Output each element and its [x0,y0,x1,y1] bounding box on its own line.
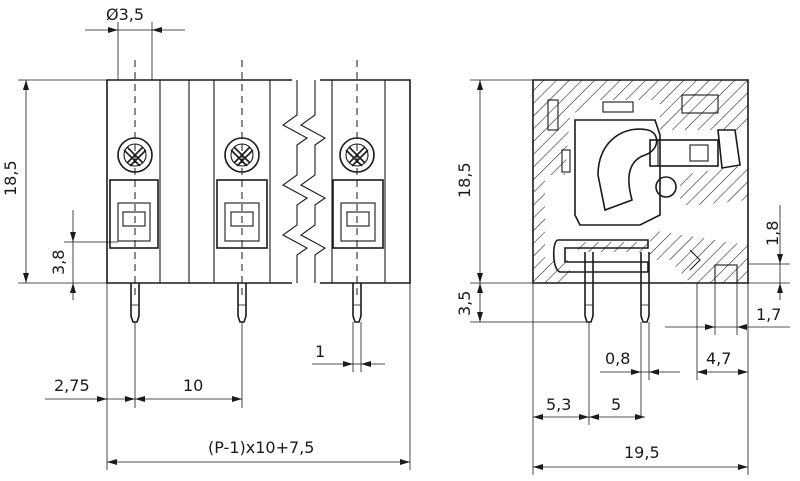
dim-pin-width: 0,8 [600,322,680,418]
dim-right-distance: 4,7 [696,283,749,475]
break-lines [281,70,327,295]
dim-side-height: 18,5 [455,79,533,284]
dim-right-height: 1,8 [748,205,790,300]
pole-3 [332,60,384,323]
dim-clamp-height-label: 3,8 [49,250,68,275]
clamp-opening [216,179,268,249]
dim-right-offset-label: 1,7 [756,305,781,324]
dim-right-offset: 1,7 [665,283,790,335]
dim-right-height-label: 1,8 [763,221,782,246]
dim-side-total-width-label: 19,5 [624,443,660,462]
housing-right [314,79,411,284]
dim-diameter: Ø3,5 [85,5,185,80]
dim-pitch: 2,75 10 [45,283,243,470]
dim-total-length-label: (P-1)x10+7,5 [208,438,314,457]
side-pin-right [640,252,650,323]
dim-pin-pitch-label: 5 [611,395,621,414]
dim-edge-offset-label: 2,75 [54,376,90,395]
dim-left-offset-label: 5,3 [546,395,571,414]
dim-pin-pitch: 5,3 5 [532,283,645,475]
dim-side-height-label: 18,5 [455,162,474,198]
dim-pin-spacing-label: 1 [315,342,325,361]
screw-icon [224,137,260,173]
dim-pitch-label: 10 [183,376,203,395]
side-view: 18,5 3,5 1,8 1,7 [455,79,790,475]
dim-right-distance-label: 4,7 [706,349,731,368]
dim-side-total-width: 19,5 [533,443,748,470]
dim-front-height: 18,5 [1,79,107,284]
front-view: Ø3,5 18,5 3,8 1 [1,5,411,470]
screw-icon [117,137,153,173]
clamp-opening [109,179,159,249]
clamp-opening [332,179,384,249]
dim-diameter-label: Ø3,5 [106,5,144,24]
section-details [547,94,741,284]
dim-front-height-label: 18,5 [1,160,20,196]
pole-1 [109,60,159,323]
pin-3 [352,283,362,323]
pole-2 [216,60,268,323]
dim-pin-spacing: 1 [312,322,385,372]
dim-clamp-height: 3,8 [49,210,118,300]
dim-total-length: (P-1)x10+7,5 [107,283,411,470]
screw-icon [339,137,375,173]
dim-pin-width-label: 0,8 [605,349,630,368]
dim-pin-length-label: 3,5 [455,291,474,316]
dim-pin-length: 3,5 [455,283,590,323]
